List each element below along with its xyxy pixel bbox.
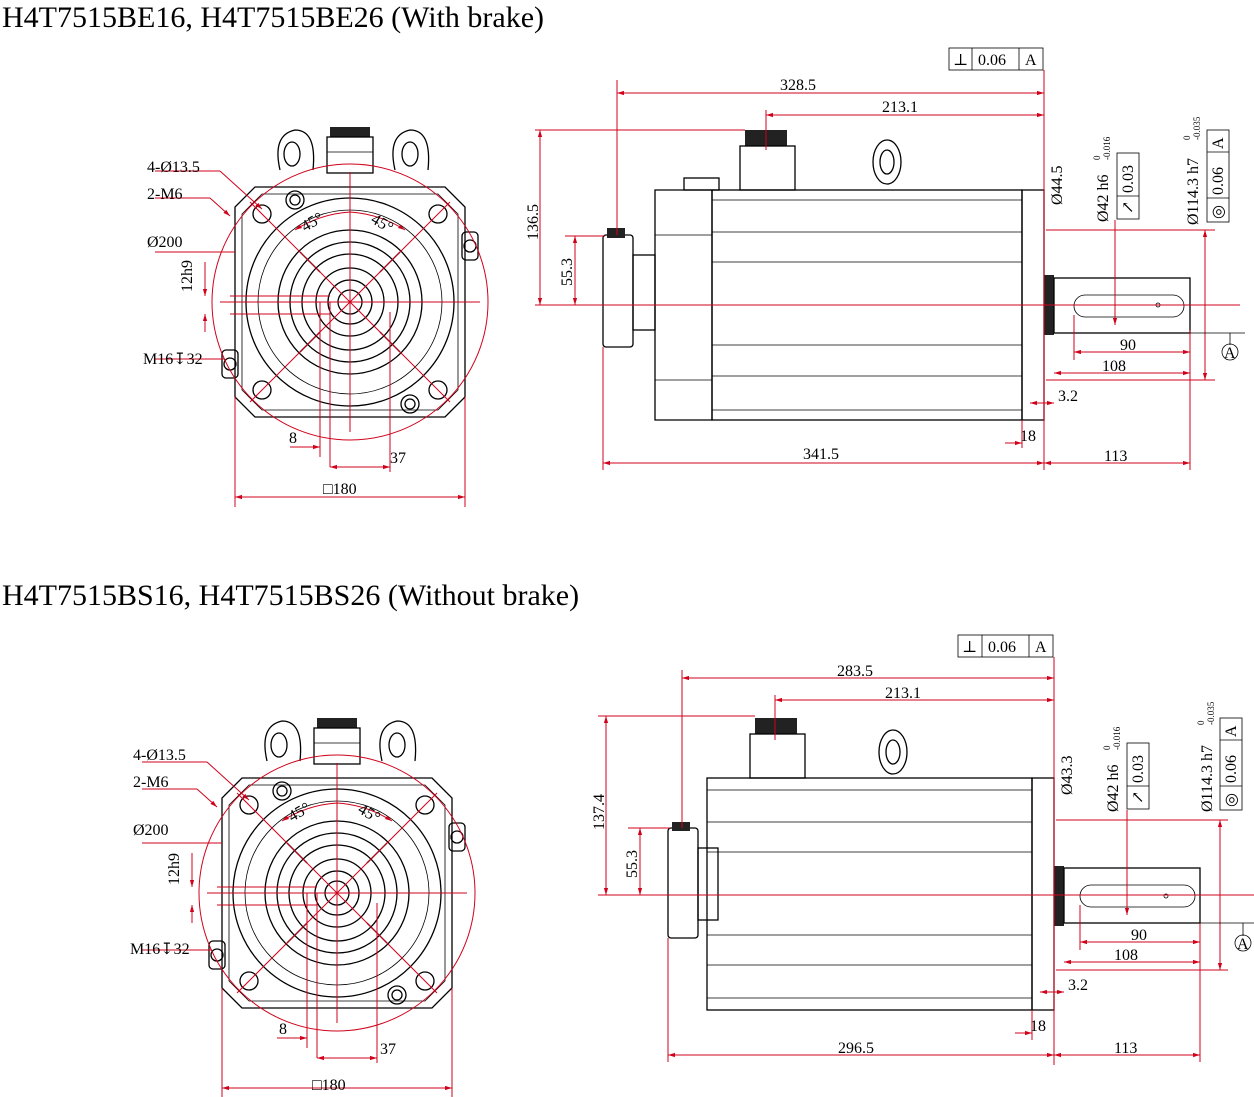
flange-thk-2: 18 xyxy=(1030,1018,1046,1035)
front-view-no-brake xyxy=(142,718,475,1097)
shaft-dia-2: Ø42 h6 xyxy=(1105,764,1122,812)
section-title-brake: H4T7515BE16, H4T7515BE26 (With brake) xyxy=(2,1,545,34)
dim-8-label-2: 8 xyxy=(279,1021,287,1038)
key-width-label: 12h9 xyxy=(179,260,196,292)
perp-tol-2: 0.06 xyxy=(988,639,1016,656)
pilot-dia: Ø114.3 h7 xyxy=(1185,158,1202,225)
dim-37-label: 37 xyxy=(390,450,406,467)
holes-label: 4-Ø13.5 xyxy=(147,159,200,176)
runout-tol: 0.03 xyxy=(1120,165,1137,193)
datum-a-2: A xyxy=(1237,936,1249,953)
tap-label-2: M16↧32 xyxy=(130,941,190,958)
runout-symbol-2: ↗ xyxy=(1130,791,1147,804)
side-view-no-brake xyxy=(598,718,1254,1011)
perp-tol: 0.06 xyxy=(978,52,1006,69)
key-len: 90 xyxy=(1120,337,1136,354)
flange-thk: 18 xyxy=(1020,428,1036,445)
shaft-tol-upper: 0 xyxy=(1092,155,1102,160)
pilot-tol-lower: -0.035 xyxy=(1192,116,1202,140)
square-label: □180 xyxy=(323,481,357,498)
body-len: 341.5 xyxy=(803,446,839,463)
side-view-brake xyxy=(535,130,1240,421)
pilot-tol-lower-2: -0.035 xyxy=(1206,701,1216,725)
conc-tol: 0.06 xyxy=(1210,167,1227,195)
conc-ref-2: A xyxy=(1223,725,1240,737)
angle2-label-2: 45° xyxy=(355,801,383,827)
shaft-tol-lower: -0.016 xyxy=(1102,136,1112,160)
height-label: 136.5 xyxy=(525,204,542,240)
front-dims-no-brake: 4-Ø13.5 2-M6 Ø200 12h9 M16↧32 45° 45° 8 … xyxy=(130,747,396,1094)
pcd-label: Ø200 xyxy=(147,234,183,251)
dia-44-2: Ø43.3 xyxy=(1059,755,1076,795)
holes-label-2: 4-Ø13.5 xyxy=(133,747,186,764)
side-dims-brake: ⊥ 0.06 A 328.5 213.1 136.5 55.3 Ø44.5 Ø4… xyxy=(525,47,1245,470)
overall-top-2: 283.5 xyxy=(837,663,873,680)
shaft-tol-upper-2: 0 xyxy=(1102,745,1112,750)
shaft-len-2: 108 xyxy=(1114,947,1138,964)
pilot-tol-upper-2: 0 xyxy=(1196,720,1206,725)
conc-symbol-2: ◎ xyxy=(1223,793,1240,807)
body-len-2: 296.5 xyxy=(838,1040,874,1057)
height-label-2: 137.4 xyxy=(591,794,608,830)
square-label-2: □180 xyxy=(312,1077,346,1094)
conc-tol-2: 0.06 xyxy=(1223,755,1240,783)
perp-ref: A xyxy=(1025,52,1037,69)
dia-44: Ø44.5 xyxy=(1049,165,1066,205)
shaft-total-2: 113 xyxy=(1114,1040,1137,1057)
pcd-label-2: Ø200 xyxy=(133,822,169,839)
front-view-brake xyxy=(155,127,488,507)
conn-pos: 213.1 xyxy=(882,99,918,116)
perp-symbol: ⊥ xyxy=(953,52,968,69)
thread-label-2: 2-M6 xyxy=(133,774,169,791)
runout-tol-2: 0.03 xyxy=(1130,755,1147,783)
enc-height: 55.3 xyxy=(559,258,576,286)
front-dims-brake: 4-Ø13.5 2-M6 Ø200 12h9 M16↧32 45° 45° 8 … xyxy=(143,159,406,498)
tap-label: M16↧32 xyxy=(143,351,203,368)
flange-step: 3.2 xyxy=(1058,388,1078,405)
conc-ref: A xyxy=(1210,137,1227,149)
key-len-2: 90 xyxy=(1131,927,1147,944)
runout-symbol: ↗ xyxy=(1120,201,1137,214)
thread-label: 2-M6 xyxy=(147,186,183,203)
pilot-dia-2: Ø114.3 h7 xyxy=(1199,745,1216,812)
flange-step-2: 3.2 xyxy=(1068,977,1088,994)
side-dims-no-brake: ⊥ 0.06 A 283.5 213.1 137.4 55.3 Ø43.3 Ø4… xyxy=(591,634,1254,1065)
datum-a: A xyxy=(1224,345,1236,362)
dim-8-label: 8 xyxy=(289,430,297,447)
conc-symbol: ◎ xyxy=(1210,205,1227,219)
perp-ref-2: A xyxy=(1035,639,1047,656)
key-width-label-2: 12h9 xyxy=(166,853,183,885)
conn-pos-2: 213.1 xyxy=(885,685,921,702)
shaft-len: 108 xyxy=(1102,358,1126,375)
angle1-label-2: 45° xyxy=(286,800,314,826)
dim-37-label-2: 37 xyxy=(380,1041,396,1058)
angle2-label: 45° xyxy=(368,211,396,237)
enc-height-2: 55.3 xyxy=(624,850,641,878)
shaft-dia: Ø42 h6 xyxy=(1095,174,1112,222)
angle1-label: 45° xyxy=(299,210,327,236)
section-title-no-brake: H4T7515BS16, H4T7515BS26 (Without brake) xyxy=(2,579,580,612)
perp-symbol-2: ⊥ xyxy=(962,639,977,656)
pilot-tol-upper: 0 xyxy=(1182,135,1192,140)
shaft-total: 113 xyxy=(1104,448,1127,465)
overall-top: 328.5 xyxy=(780,77,816,94)
shaft-tol-lower-2: -0.016 xyxy=(1112,726,1122,750)
